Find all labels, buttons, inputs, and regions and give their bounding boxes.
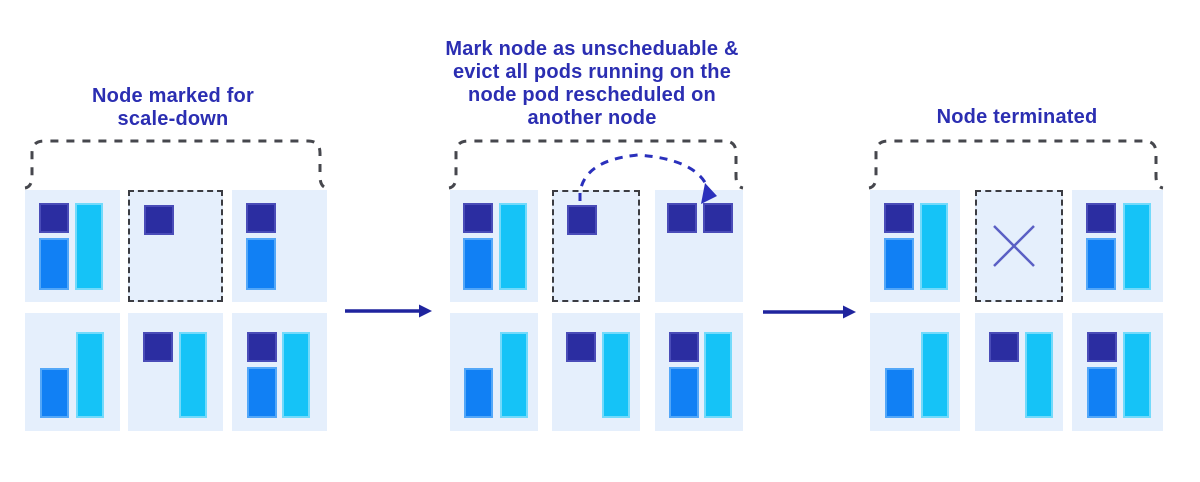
node-g1-4 (25, 313, 120, 431)
pod-navy (669, 332, 699, 362)
pod-navy (247, 332, 277, 362)
pod-navy (144, 205, 174, 235)
node-g2-2-marked (552, 190, 640, 302)
pod-cyan (179, 332, 207, 418)
pod-blue (40, 368, 69, 418)
label-mark-node-unschedulable: Mark node as unscheduable & evict all po… (445, 38, 739, 129)
node-g1-3 (232, 190, 327, 302)
node-g2-4 (450, 313, 538, 431)
bracket-g2 (448, 139, 744, 190)
node-g1-5 (128, 313, 223, 431)
node-g2-3 (655, 190, 743, 302)
pod-blue (885, 368, 914, 418)
pod-blue (1086, 238, 1116, 290)
pod-cyan (1123, 203, 1151, 290)
pod-blue (1087, 367, 1117, 418)
pod-blue (246, 238, 276, 290)
pod-navy (39, 203, 69, 233)
pod-cyan (76, 332, 104, 418)
node-g3-4 (870, 313, 960, 431)
pod-cyan (1123, 332, 1151, 418)
node-g1-2-marked (128, 190, 223, 302)
pod-blue (463, 238, 493, 290)
pod-navy (884, 203, 914, 233)
pod-navy (667, 203, 697, 233)
pod-cyan (499, 203, 527, 290)
pod-cyan (704, 332, 732, 418)
pod-navy (989, 332, 1019, 362)
node-g3-3 (1072, 190, 1163, 302)
node-g3-5 (975, 313, 1063, 431)
pod-navy (1087, 332, 1117, 362)
pod-blue (464, 368, 493, 418)
pod-cyan (602, 332, 630, 418)
node-g2-6 (655, 313, 743, 431)
node-g2-1 (450, 190, 538, 302)
bracket-g3 (868, 139, 1164, 190)
pod-blue (247, 367, 277, 418)
pod-navy (566, 332, 596, 362)
pod-navy (1086, 203, 1116, 233)
pod-cyan (282, 332, 310, 418)
step-arrow-head-1 (419, 304, 432, 318)
pod-blue (669, 367, 699, 418)
node-g1-6 (232, 313, 327, 431)
pod-navy (703, 203, 733, 233)
pod-cyan (75, 203, 103, 290)
pod-cyan (920, 203, 948, 290)
pod-navy (246, 203, 276, 233)
label-node-terminated: Node terminated (936, 106, 1098, 128)
pod-cyan (500, 332, 528, 418)
pod-cyan (1025, 332, 1053, 418)
bracket-g1 (24, 139, 328, 190)
label-node-marked-for-scale-down: Node marked for scale-down (92, 85, 254, 130)
pod-navy (567, 205, 597, 235)
node-g3-1 (870, 190, 960, 302)
pod-cyan (921, 332, 949, 418)
pod-navy (143, 332, 173, 362)
node-g3-6 (1072, 313, 1163, 431)
node-g2-5 (552, 313, 640, 431)
pod-blue (39, 238, 69, 290)
pod-blue (884, 238, 914, 290)
step-arrow-head-2 (843, 305, 856, 319)
node-g3-2-terminated (975, 190, 1063, 302)
pod-navy (463, 203, 493, 233)
node-g1-1 (25, 190, 120, 302)
